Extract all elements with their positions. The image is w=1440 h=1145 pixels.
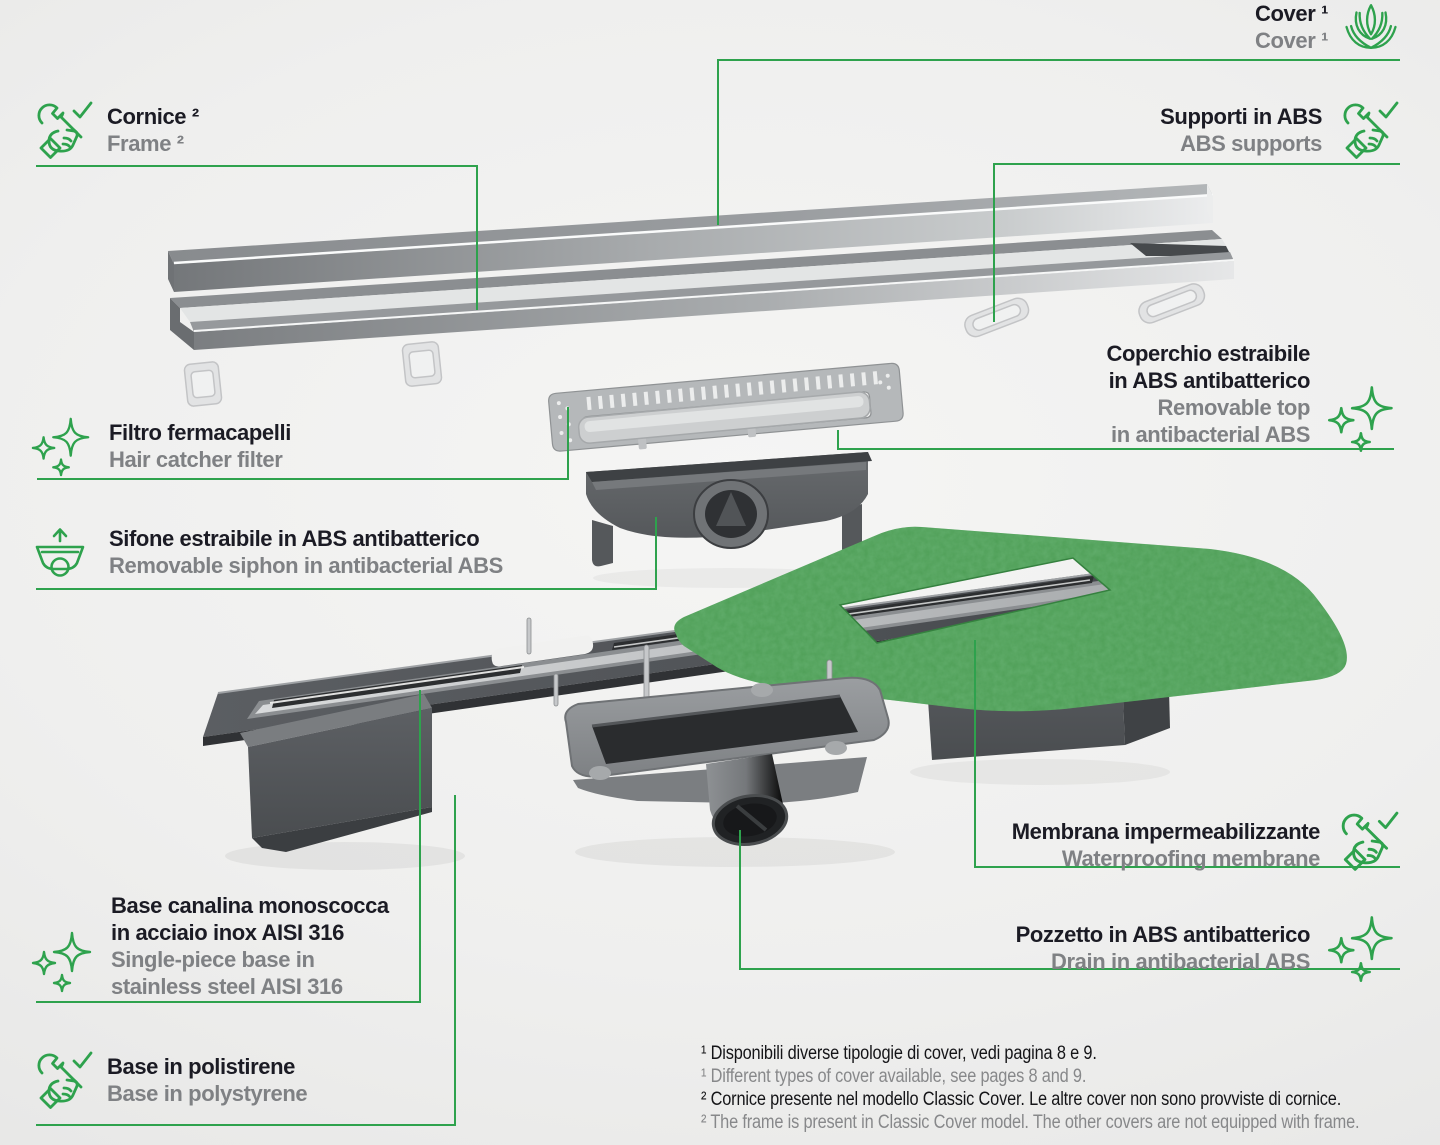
callout-filtro-subtitle: Hair catcher filter — [109, 447, 283, 472]
callout-polistirene-title: Base in polistirene — [107, 1054, 296, 1079]
drain-pipe — [706, 754, 789, 846]
wrench-hand-icon — [1336, 98, 1400, 162]
callout-coperchio-subtitle: Removable top in antibacterial ABS — [1110, 395, 1310, 447]
drain-body — [564, 676, 890, 846]
callout-line-cornice — [36, 165, 478, 310]
callout-cover-title: Cover ¹ — [1255, 1, 1328, 26]
callout-line-membrana — [974, 640, 1400, 868]
sparkles-icon — [1324, 382, 1400, 454]
cover-bar — [168, 184, 1214, 292]
callout-polistirene-subtitle: Base in polystyrene — [107, 1081, 308, 1106]
callout-cover: Cover ¹ Cover ¹ — [1255, 0, 1400, 54]
abs-supports — [183, 283, 1206, 407]
removable-top-tray — [577, 391, 871, 450]
sparkles-icon — [28, 928, 98, 994]
callout-membrana-title: Membrana impermeabilizzante — [1011, 819, 1321, 844]
callout-line-pozzetto — [739, 830, 1400, 970]
callout-supporti-subtitle: ABS supports — [1180, 131, 1322, 156]
waterproofing-membrane — [674, 526, 1347, 712]
callout-base-canalina-subtitle: Single-piece base in stainless steel AIS… — [111, 947, 343, 999]
polystyrene-base-left — [240, 694, 432, 852]
callout-sifone-subtitle: Removable siphon in antibacterial ABS — [109, 553, 503, 578]
callout-supporti: Supporti in ABS ABS supports — [1160, 98, 1400, 162]
callout-sifone: Sifone estraibile in ABS antibatterico R… — [24, 524, 503, 580]
footnote-1-it: ¹ Disponibili diverse tipologie di cover… — [701, 1043, 1097, 1064]
siphon-icon — [24, 524, 96, 580]
callout-line-supporti — [993, 163, 1400, 322]
callout-polistirene: Base in polistirene Base in polystyrene — [30, 1048, 308, 1112]
callout-pozzetto-subtitle: Drain in antibacterial ABS — [1051, 949, 1310, 974]
callout-membrana: Membrana impermeabilizzante Waterproofin… — [1012, 808, 1400, 872]
callout-coperchio: Coperchio estraibile in ABS antibatteric… — [1106, 340, 1400, 453]
callout-filtro-title: Filtro fermacapelli — [109, 420, 291, 445]
callout-cornice: Cornice ² Frame ² — [30, 98, 199, 162]
callout-filtro: Filtro fermacapelli Hair catcher filter — [28, 414, 291, 478]
lotus-icon — [1342, 0, 1400, 54]
callout-coperchio-title: Coperchio estraibile in ABS antibatteric… — [1106, 341, 1310, 393]
footnote-1-en: ¹ Different types of cover available, se… — [701, 1066, 1087, 1087]
callout-supporti-title: Supporti in ABS — [1160, 104, 1322, 129]
siphon-body — [586, 452, 872, 567]
footnotes: ¹ Disponibili diverse tipologie di cover… — [701, 1042, 1440, 1134]
callout-pozzetto-title: Pozzetto in ABS antibatterico — [1015, 922, 1311, 947]
footnote-2-it: ² Cornice presente nel modello Classic C… — [701, 1089, 1342, 1110]
callout-membrana-subtitle: Waterproofing membrane — [1061, 846, 1320, 871]
callout-line-base-canalina — [36, 690, 421, 1003]
callout-line-polistirene — [36, 795, 456, 1126]
callout-base-canalina: Base canalina monoscocca in acciaio inox… — [28, 892, 389, 1000]
callout-base-canalina-title: Base canalina monoscocca in acciaio inox… — [111, 893, 389, 945]
callout-sifone-title: Sifone estraibile in ABS antibatterico — [109, 526, 480, 551]
callout-line-cover — [717, 59, 1400, 225]
callout-pozzetto: Pozzetto in ABS antibatterico Drain in a… — [1016, 912, 1400, 984]
callout-cornice-subtitle: Frame ² — [107, 131, 184, 156]
sparkles-icon — [28, 414, 96, 478]
wrench-hand-icon — [30, 98, 94, 162]
wrench-hand-icon — [1334, 808, 1400, 874]
callout-line-filtro — [37, 407, 569, 480]
callout-line-coperchio — [837, 430, 1394, 450]
callout-cornice-title: Cornice ² — [107, 104, 199, 129]
frame-rail — [170, 230, 1235, 350]
wrench-hand-icon — [30, 1048, 94, 1112]
callout-cover-subtitle: Cover ¹ — [1255, 28, 1328, 53]
footnote-2-en: ² The frame is present in Classic Cover … — [701, 1112, 1360, 1133]
sparkles-icon — [1324, 912, 1400, 984]
callout-line-sifone — [36, 517, 657, 590]
